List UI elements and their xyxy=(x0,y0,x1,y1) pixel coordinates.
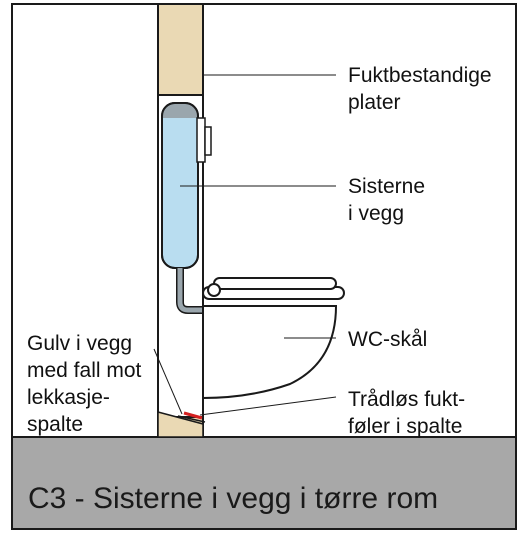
label-floor-line4: spalte xyxy=(27,413,84,436)
label-floor-line3: lekkasje- xyxy=(27,386,110,409)
caption: C3 - Sisterne i vegg i tørre rom xyxy=(28,482,439,515)
flush-plate xyxy=(196,117,206,163)
label-cistern-line1: Sisterne xyxy=(348,175,426,198)
wc-lid xyxy=(213,277,337,290)
seat-hinge xyxy=(207,283,221,297)
flush-pipe-inner xyxy=(177,268,213,313)
floor-band xyxy=(13,437,515,528)
label-cistern: Sisterne i vegg xyxy=(348,173,425,227)
label-moisture-boards-line2: plater xyxy=(348,91,401,114)
label-sensor: Trådløs fukt- føler i spalte xyxy=(348,386,465,440)
leak-gap xyxy=(177,415,206,423)
flush-button xyxy=(204,126,212,156)
label-bowl: WC-skål xyxy=(348,328,428,351)
label-sensor-line1: Trådløs fukt- xyxy=(348,388,466,411)
label-floor-line1: Gulv i vegg xyxy=(27,332,133,355)
sensor-icon xyxy=(183,411,203,420)
label-moisture-boards: Fuktbestandige plater xyxy=(348,62,492,116)
label-floor: Gulv i vegg med fall mot lekkasje- spalt… xyxy=(27,330,141,438)
leader-floor xyxy=(153,348,183,415)
sloped-floor xyxy=(157,411,204,438)
leader-sensor xyxy=(199,396,337,416)
label-cistern-line2: i vegg xyxy=(348,202,405,225)
label-floor-line2: med fall mot xyxy=(27,359,142,382)
cistern-top xyxy=(161,103,199,118)
label-sensor-line2: føler i spalte xyxy=(348,415,463,438)
wc-bowl xyxy=(202,305,338,400)
label-moisture-boards-line1: Fuktbestandige xyxy=(348,64,492,87)
